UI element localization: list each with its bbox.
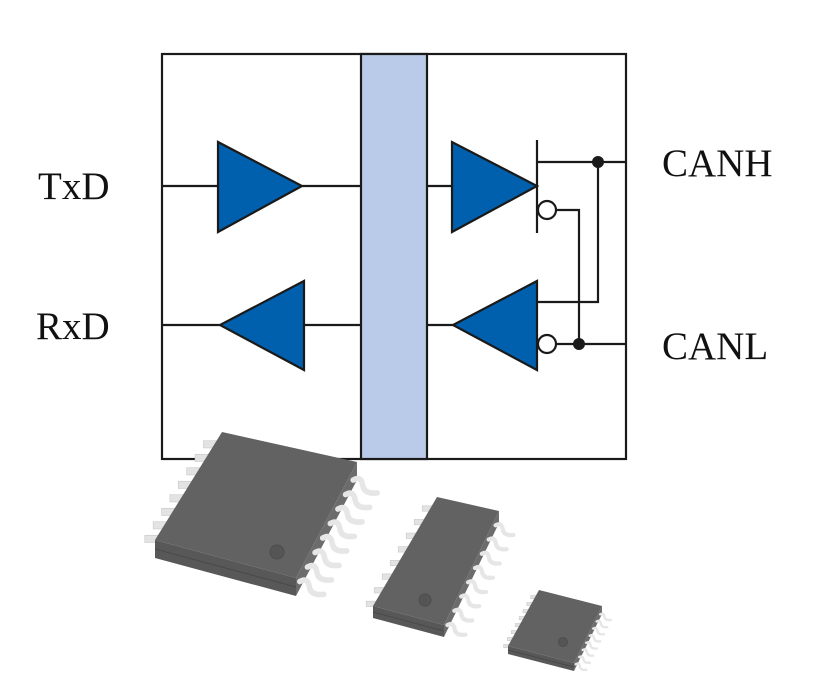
- chip-pin: [592, 626, 605, 636]
- chip-pin: [297, 577, 327, 598]
- chip-pin: [327, 519, 358, 540]
- rxd-label: RxD: [36, 305, 110, 348]
- pin1-marker: [269, 544, 285, 560]
- chip-top-face: [155, 432, 357, 578]
- chip-mold-line: [507, 649, 575, 668]
- chip-pin: [459, 593, 482, 609]
- canl-junction-dot: [573, 338, 585, 350]
- chip-side-face: [444, 511, 499, 637]
- chip-top-face: [373, 497, 499, 625]
- can-driver-triangle: [450, 140, 540, 234]
- pin1-marker: [418, 593, 432, 607]
- chip-mold-line: [372, 611, 445, 632]
- chip-pin: [595, 619, 609, 629]
- pin1-marker: [558, 637, 568, 647]
- chip-pin: [335, 504, 365, 525]
- chip-pin: [319, 533, 350, 554]
- chip-pin: [493, 522, 516, 538]
- chip-pin: [465, 579, 489, 595]
- chip-pin: [588, 633, 602, 643]
- can-receiver-triangle: [450, 279, 539, 372]
- canh-junction-dot: [592, 156, 604, 168]
- chip-side-face: [296, 462, 357, 596]
- chip-pin: [585, 640, 598, 650]
- chip-pin: [486, 536, 509, 552]
- receiver-inversion-bubble: [536, 333, 558, 355]
- chip-pin: [350, 475, 380, 496]
- wide-body-soic-16: [144, 432, 380, 598]
- txd-label: TxD: [38, 165, 110, 208]
- chip-pin: [574, 662, 588, 672]
- chip-pin: [599, 612, 612, 622]
- narrow-soic-16: [365, 497, 516, 637]
- small-ssop-16: [503, 590, 612, 672]
- chip-pin: [452, 607, 475, 623]
- chip-pin: [581, 648, 595, 657]
- chip-top-face: [508, 590, 602, 663]
- bus-wiring: [537, 160, 626, 346]
- chip-mold-line: [154, 548, 297, 588]
- chip-pin: [342, 490, 373, 511]
- chip-pin: [445, 621, 468, 637]
- canl-label: CANL: [662, 325, 768, 368]
- chip-side-face: [574, 606, 602, 671]
- chip-pin: [304, 562, 335, 583]
- rxd-buffer-triangle: [217, 279, 306, 372]
- driver-inversion-bubble: [536, 199, 558, 221]
- txd-buffer-triangle: [216, 140, 305, 234]
- canh-label: CANH: [662, 142, 773, 185]
- ic-packages: [144, 432, 612, 672]
- chip-pin: [312, 548, 342, 569]
- chip-pin: [479, 550, 502, 566]
- chip-pin: [578, 655, 591, 665]
- isolation-barrier: [359, 52, 429, 461]
- chip-pin: [472, 564, 496, 580]
